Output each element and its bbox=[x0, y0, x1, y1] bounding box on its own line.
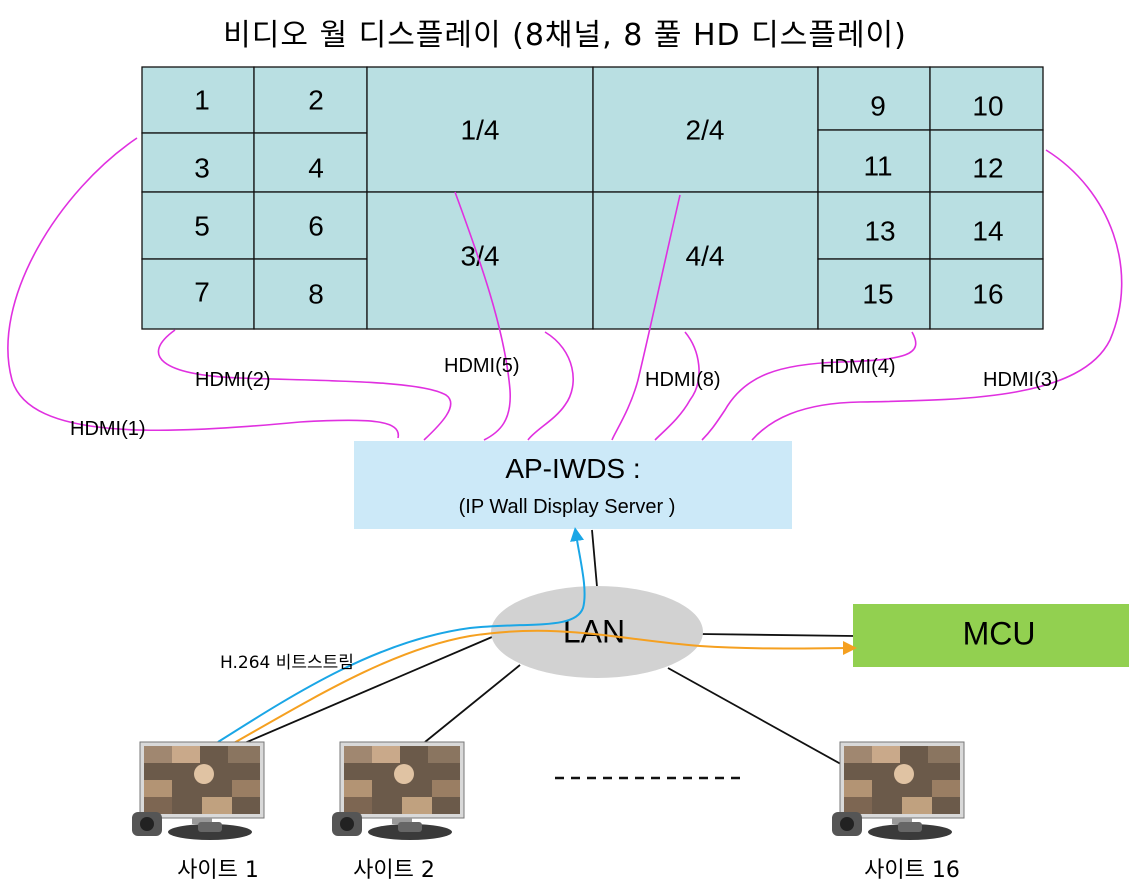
hdmi-label-2: HDMI(2) bbox=[195, 369, 271, 391]
hdmi-cables bbox=[7, 137, 1123, 441]
link-lan-mcu bbox=[699, 633, 856, 637]
site-2-label: 사이트 2 bbox=[353, 858, 435, 883]
wall-cell-16 bbox=[929, 258, 1044, 330]
wall-cell-1 bbox=[141, 66, 255, 134]
link-lan-site-1 bbox=[239, 636, 493, 746]
wall-cell-12-label: 12 bbox=[972, 152, 1003, 183]
wall-cell-quarter-1-label: 1/4 bbox=[461, 114, 500, 145]
wall-cell-11-label: 11 bbox=[863, 150, 892, 181]
wall-cell-14 bbox=[929, 191, 1044, 260]
hdmi-label-3: HDMI(3) bbox=[983, 369, 1059, 391]
wall-cell-9-label: 9 bbox=[870, 90, 886, 121]
wall-cell-8-label: 8 bbox=[308, 278, 324, 309]
site-1-monitor-icon bbox=[139, 741, 265, 824]
site-2: 사이트 2 bbox=[332, 741, 465, 883]
site-1-label: 사이트 1 bbox=[177, 858, 259, 883]
site-16-camera-icon bbox=[832, 812, 952, 840]
wall-cell-2-label: 2 bbox=[308, 84, 324, 115]
site-16: 사이트 16 bbox=[832, 741, 965, 883]
hdmi-label-5: HDMI(5) bbox=[444, 355, 520, 377]
wall-cell-15-label: 15 bbox=[862, 278, 893, 309]
wall-cell-13 bbox=[817, 191, 931, 260]
wall-cell-8 bbox=[253, 258, 368, 330]
wall-cell-5-label: 5 bbox=[194, 210, 210, 241]
site-1: 사이트 1 bbox=[132, 741, 265, 883]
stream-label: H.264 비트스트림 bbox=[220, 653, 354, 673]
hdmi-label-8: HDMI(8) bbox=[645, 369, 721, 391]
hdmi-cable-1 bbox=[7, 137, 399, 439]
wall-cell-quarter-2 bbox=[592, 66, 819, 193]
hdmi-cable-8 bbox=[611, 194, 681, 441]
hdmi-label-4: HDMI(4) bbox=[820, 356, 896, 378]
mcu-label: MCU bbox=[963, 615, 1036, 651]
link-lan-site-2 bbox=[424, 664, 521, 743]
stream-orange bbox=[224, 629, 857, 749]
site-16-label: 사이트 16 bbox=[864, 858, 960, 883]
server-subtitle: (IP Wall Display Server ) bbox=[459, 496, 676, 518]
hdmi-cable-3 bbox=[751, 149, 1123, 441]
link-lan-site-16 bbox=[667, 667, 849, 769]
hdmi-cable-2 bbox=[157, 329, 452, 441]
lan-node: LAN bbox=[491, 586, 703, 678]
wall-cell-quarter-2-label: 2/4 bbox=[686, 114, 725, 145]
wall-cell-10-label: 10 bbox=[972, 90, 1003, 121]
diagram-title: 비디오 월 디스플레이 (8채널, 8 풀 HD 디스플레이) bbox=[223, 18, 907, 53]
site-2-monitor-icon bbox=[339, 741, 465, 824]
wall-cell-1-label: 1 bbox=[194, 84, 210, 115]
mcu-node: MCU bbox=[853, 604, 1129, 667]
wall-cell-quarter-4 bbox=[592, 191, 819, 330]
site-2-camera-icon bbox=[332, 812, 452, 840]
hdmi-cable-5b bbox=[527, 331, 574, 441]
lan-ellipse bbox=[491, 586, 703, 678]
wall-cell-3-label: 3 bbox=[194, 152, 210, 183]
server-title: AP-IWDS : bbox=[505, 453, 640, 484]
video-wall: 1 2 3 4 5 6 7 8 1/4 2/4 3/4 4/4 9 10 11 … bbox=[141, 66, 1044, 330]
wall-cell-14-label: 14 bbox=[972, 215, 1003, 246]
server-node: AP-IWDS : (IP Wall Display Server ) bbox=[354, 441, 792, 529]
site-1-camera-icon bbox=[132, 812, 252, 840]
wall-cell-13-label: 13 bbox=[864, 215, 895, 246]
hdmi-cable-4 bbox=[701, 331, 917, 441]
wall-cell-quarter-3-label: 3/4 bbox=[461, 240, 500, 271]
bitstreams: H.264 비트스트림 bbox=[217, 527, 857, 749]
server-box bbox=[354, 441, 792, 529]
wall-cell-16-label: 16 bbox=[972, 278, 1003, 309]
stream-blue bbox=[217, 527, 586, 743]
hdmi-label-1: HDMI(1) bbox=[70, 418, 146, 440]
mcu-box bbox=[853, 604, 1129, 667]
wall-cell-11 bbox=[817, 129, 931, 193]
wall-cell-quarter-4-label: 4/4 bbox=[686, 240, 725, 271]
site-16-monitor-icon bbox=[839, 741, 965, 824]
wall-cell-15 bbox=[817, 258, 931, 330]
wall-cell-2 bbox=[253, 66, 368, 134]
wall-cell-10 bbox=[929, 66, 1044, 131]
hdmi-cable-5 bbox=[454, 191, 511, 441]
wall-cell-4-label: 4 bbox=[308, 152, 324, 183]
hdmi-labels: HDMI(1) HDMI(2) HDMI(5) HDMI(8) HDMI(4) … bbox=[70, 355, 1059, 440]
wall-cell-7-label: 7 bbox=[194, 276, 210, 307]
hdmi-cable-8b bbox=[654, 331, 700, 441]
wall-cell-3 bbox=[141, 132, 255, 193]
wall-cell-9 bbox=[817, 66, 931, 131]
wall-cell-12 bbox=[929, 129, 1044, 193]
wall-cell-7 bbox=[141, 258, 255, 330]
wall-cell-6-label: 6 bbox=[308, 210, 324, 241]
wall-cell-quarter-1 bbox=[366, 66, 594, 193]
